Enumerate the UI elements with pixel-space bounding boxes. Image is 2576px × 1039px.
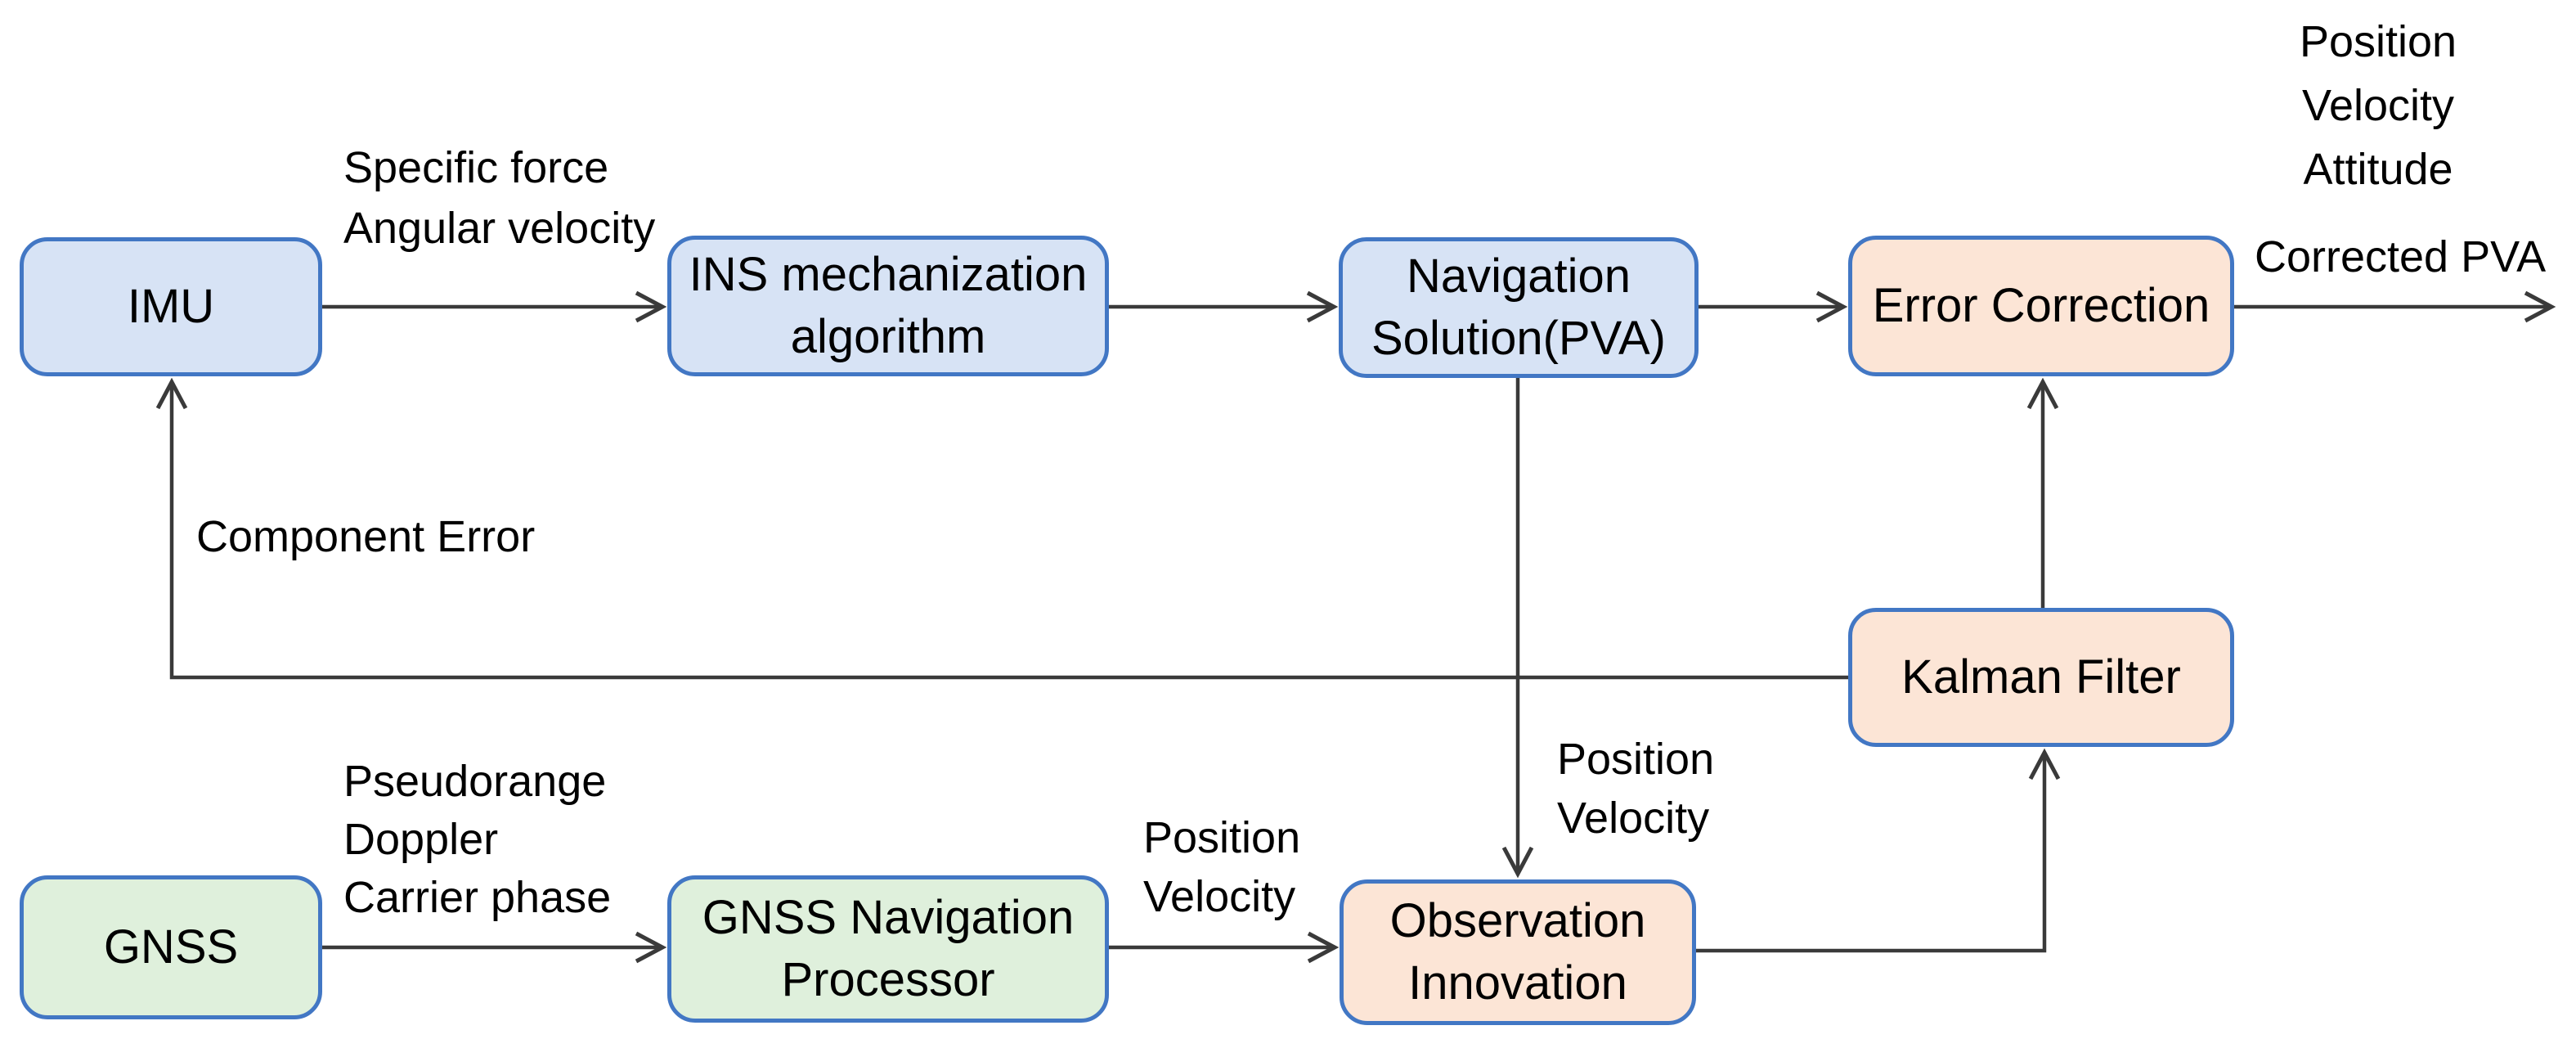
final-output-label: Position Velocity Attitude xyxy=(2255,10,2501,201)
processor-output-label: Position Velocity xyxy=(1143,808,1300,926)
navigation-solution-label-line1: Navigation xyxy=(1406,250,1631,303)
observation-innovation-label-line1: Observation xyxy=(1389,894,1646,947)
arrow-observation-to-kalman xyxy=(1696,748,2061,953)
observation-innovation-box: Observation Innovation xyxy=(1340,879,1696,1025)
navigation-solution-box: Navigation Solution(PVA) xyxy=(1339,237,1699,378)
arrow-kalman-to-imu-feedback xyxy=(155,377,1848,680)
kalman-filter-box: Kalman Filter xyxy=(1848,608,2234,747)
processor-output-label-line1: Position xyxy=(1143,813,1301,862)
observation-innovation-label-line2: Innovation xyxy=(1408,956,1627,1010)
gnss-processor-label-line1: GNSS Navigation xyxy=(702,891,1075,944)
navigation-solution-label-line2: Solution(PVA) xyxy=(1371,312,1666,365)
gnss-output-label-line1: Pseudorange xyxy=(343,757,607,806)
gnss-processor-box: GNSS Navigation Processor xyxy=(667,875,1109,1023)
imu-output-label-line2: Angular velocity xyxy=(343,204,656,253)
nav-solution-output-label-line2: Velocity xyxy=(1557,794,1710,843)
nav-solution-output-label-line1: Position xyxy=(1557,735,1715,784)
error-correction-label: Error Correction xyxy=(1872,279,2210,332)
corrected-pva-text: Corrected PVA xyxy=(2255,232,2547,281)
imu-box-label: IMU xyxy=(127,280,215,333)
gnss-processor-label-line2: Processor xyxy=(781,953,995,1006)
component-error-label: Component Error xyxy=(196,507,535,566)
gnss-box: GNSS xyxy=(20,875,322,1019)
ins-mechanization-label-line2: algorithm xyxy=(790,310,986,363)
ins-mechanization-label-line1: INS mechanization xyxy=(689,248,1088,301)
processor-output-label-line2: Velocity xyxy=(1143,872,1296,921)
gnss-box-label: GNSS xyxy=(103,920,239,974)
nav-solution-output-label: Position Velocity xyxy=(1557,730,1714,848)
gnss-output-label-line2: Doppler xyxy=(343,815,499,864)
error-correction-box: Error Correction xyxy=(1848,236,2234,376)
component-error-text: Component Error xyxy=(196,512,536,561)
final-output-label-line2: Velocity xyxy=(2301,81,2455,130)
corrected-pva-label: Corrected PVA xyxy=(2255,227,2546,286)
gnss-output-label: Pseudorange Doppler Carrier phase xyxy=(343,753,611,927)
kalman-filter-label: Kalman Filter xyxy=(1901,650,2181,704)
final-output-label-line3: Attitude xyxy=(2303,145,2453,194)
final-output-label-line1: Position xyxy=(2299,17,2457,66)
imu-output-label-line1: Specific force xyxy=(343,143,609,192)
imu-output-label: Specific force Angular velocity xyxy=(343,137,655,259)
imu-box: IMU xyxy=(20,237,322,376)
gnss-output-label-line3: Carrier phase xyxy=(343,873,612,922)
ins-mechanization-box: INS mechanization algorithm xyxy=(667,236,1109,376)
